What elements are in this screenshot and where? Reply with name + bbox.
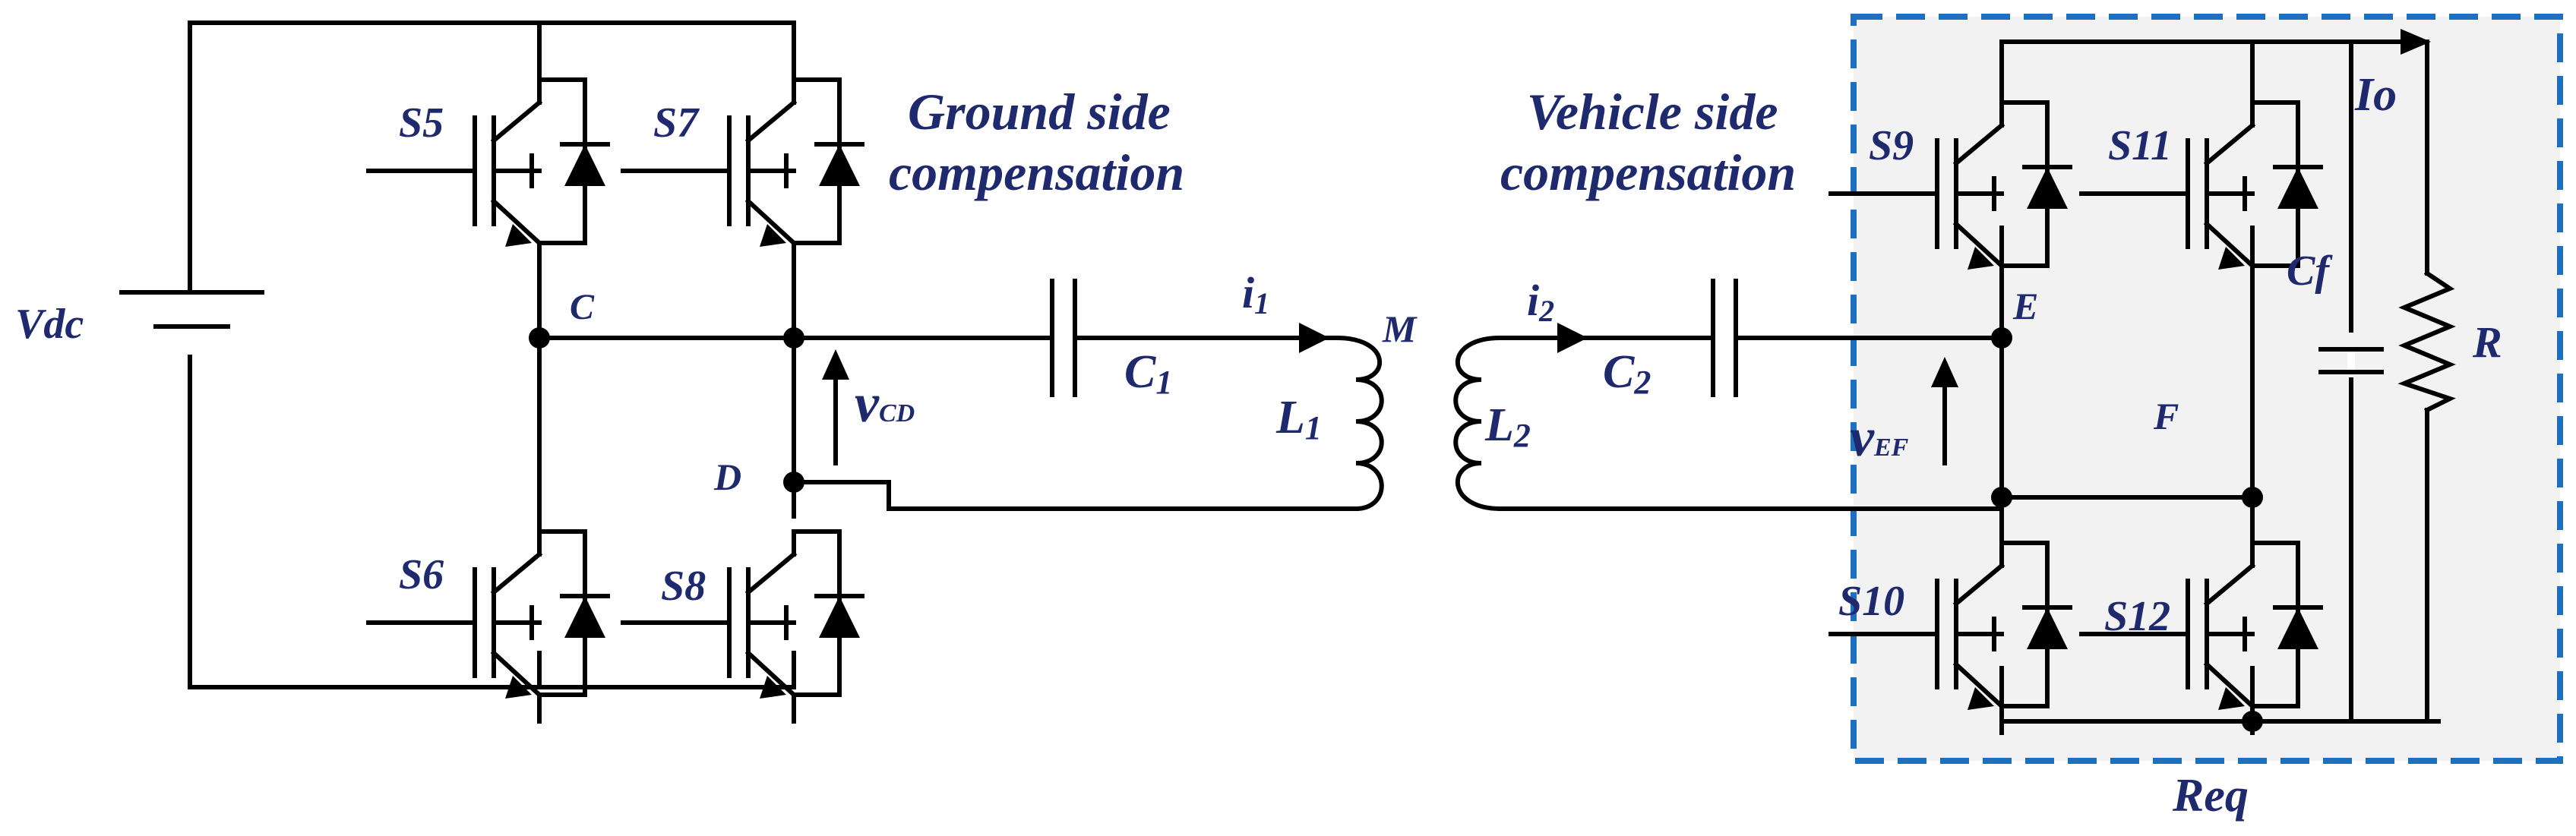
label-s7: S7	[653, 99, 700, 147]
label-vdc: Vdc	[15, 301, 84, 348]
label-ground-side-line2: compensation	[889, 144, 1184, 201]
label-node-f: F	[2153, 395, 2179, 437]
vef-arrow	[1931, 357, 1958, 465]
label-node-c: C	[570, 287, 595, 327]
node-e-dot	[1991, 327, 2012, 349]
inductor-l2	[1453, 335, 1503, 512]
inductor-l1	[1334, 335, 1384, 512]
node-c-dot	[529, 327, 550, 349]
node-cd-dot	[783, 327, 804, 349]
label-l2: L2	[1484, 399, 1531, 454]
label-cf: Cf	[2287, 248, 2333, 295]
label-io: Io	[2354, 69, 2397, 121]
capacitor-c1	[1050, 279, 1339, 397]
label-c2: C2	[1603, 346, 1651, 401]
label-s9: S9	[1869, 122, 1914, 169]
label-node-e: E	[2012, 285, 2038, 327]
vehicle-wires	[1498, 323, 2004, 511]
label-s5: S5	[399, 99, 444, 147]
label-s6: S6	[399, 551, 444, 598]
capacitor-cf	[2318, 347, 2384, 374]
label-s8: S8	[661, 563, 706, 610]
capacitor-c2	[1711, 279, 1738, 397]
battery-vdc	[119, 290, 264, 329]
resistor-r	[2397, 270, 2456, 414]
label-req: Req	[2172, 770, 2249, 822]
label-l1: L1	[1275, 392, 1322, 446]
label-vcd: vCD	[855, 373, 915, 434]
label-node-d: D	[713, 456, 741, 498]
switch-s8	[623, 532, 862, 721]
label-s11: S11	[2108, 122, 2172, 169]
label-r: R	[2472, 317, 2502, 367]
label-vehicle-side-line2: compensation	[1500, 144, 1796, 201]
label-m: M	[1382, 308, 1418, 350]
label-vef: vEF	[1850, 407, 1909, 468]
label-vehicle-side-line1: Vehicle side	[1527, 83, 1778, 140]
label-i2: i2	[1527, 276, 1554, 328]
vehicle-rectifier	[1999, 29, 2441, 724]
vcd-arrow	[822, 349, 849, 465]
label-s10: S10	[1838, 578, 1904, 625]
label-ground-side-line1: Ground side	[908, 83, 1171, 140]
node-ef-dot	[1991, 487, 2012, 508]
node-f-dot	[2242, 487, 2263, 508]
label-i1: i1	[1242, 268, 1269, 320]
label-s12: S12	[2104, 593, 2170, 640]
node-bottom-dot	[2242, 711, 2263, 732]
node-d-dot	[783, 472, 804, 493]
label-c1: C1	[1124, 346, 1172, 401]
